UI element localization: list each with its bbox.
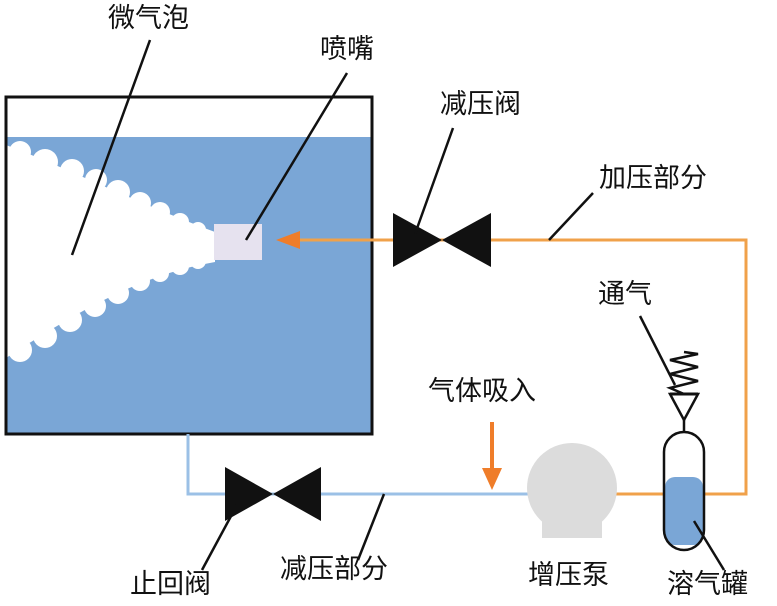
label-dissolving-tank: 溶气罐 — [667, 569, 748, 600]
nozzle — [214, 224, 262, 260]
label-decompression-section: 减压部分 — [280, 554, 388, 585]
pressurized-pipe — [300, 238, 748, 496]
leader-lines — [70, 39, 726, 571]
label-gas-intake: 气体吸入 — [428, 376, 536, 407]
nozzle-flow-arrow — [276, 231, 300, 249]
pressure-reducing-valve — [393, 213, 491, 267]
vent-valve — [667, 392, 701, 423]
label-pressure-reducing-valve: 减压阀 — [440, 89, 521, 120]
label-check-valve: 止回阀 — [130, 569, 211, 600]
label-venting: 通气 — [598, 279, 652, 310]
vent-spring — [666, 350, 699, 396]
dissolving-tank-water — [665, 477, 703, 545]
booster-pump — [527, 443, 617, 538]
check-valve — [225, 467, 321, 521]
label-micro-bubbles: 微气泡 — [108, 3, 189, 34]
label-nozzle: 喷嘴 — [320, 34, 374, 65]
bubble-cloud — [6, 141, 215, 362]
gas-intake-arrow-head — [482, 468, 502, 490]
decompression-pipe — [186, 434, 530, 496]
label-pressurized-section: 加压部分 — [599, 163, 707, 194]
label-booster-pump: 增压泵 — [528, 560, 609, 591]
